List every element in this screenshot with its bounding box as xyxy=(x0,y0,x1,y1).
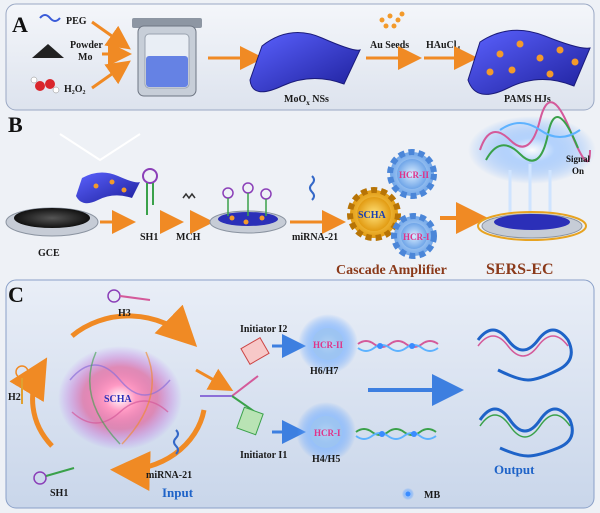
initiator2-tag xyxy=(240,337,270,365)
initiator1-label: Initiator I1 xyxy=(240,450,287,461)
output-label: Output xyxy=(494,462,535,477)
hcr1-gear-label: HCR-I xyxy=(403,232,430,242)
au-seeds-icon xyxy=(379,11,405,29)
mch-molecule xyxy=(182,192,196,200)
input-label: Input xyxy=(162,485,194,500)
sersec-label: SERS-EC xyxy=(486,261,554,278)
output-coils xyxy=(476,328,574,458)
hcr2-strand xyxy=(357,340,439,352)
cycle-arrow-bottom xyxy=(110,409,207,491)
autoclave-icon xyxy=(132,18,202,97)
cascade-label: Cascade Amplifier xyxy=(336,263,447,278)
scha-center-label: SCHA xyxy=(104,394,133,405)
sh1-label: SH1 xyxy=(140,232,158,243)
arrow-h2o2 xyxy=(91,60,131,90)
mirna-strand-c xyxy=(173,429,179,455)
sh1-hairpin xyxy=(142,168,158,215)
sersec-electrode xyxy=(468,101,596,241)
panel-a-letter: A xyxy=(12,12,28,37)
hcr1-gear xyxy=(391,213,437,259)
callout-lines xyxy=(59,133,141,162)
h3-hairpin xyxy=(107,289,151,303)
cycle-arrow-left xyxy=(9,357,54,448)
h2o2-icon xyxy=(30,76,60,94)
panel-b-letter: B xyxy=(8,112,23,137)
hcr2-core xyxy=(312,328,344,360)
modified-electrode xyxy=(209,182,287,234)
panel-c-frame xyxy=(5,279,595,509)
moox-sheet xyxy=(249,32,361,93)
peg-label: PEG xyxy=(66,16,87,27)
signal-label: Signal xyxy=(566,154,591,164)
mirna-strand xyxy=(309,175,315,201)
powder-label: Powder xyxy=(70,40,103,51)
mch-label: MCH xyxy=(176,232,201,243)
sh1-hairpin-c xyxy=(33,467,75,485)
panel-c-letter: C xyxy=(8,282,24,307)
mo-label: Mo xyxy=(78,52,92,63)
hcr1-strand xyxy=(355,428,437,440)
peg-icon xyxy=(39,14,61,22)
scha-strands xyxy=(69,351,171,445)
pams-sheet xyxy=(467,29,591,95)
h6h7-label: H6/H7 xyxy=(310,366,338,377)
on-label: On xyxy=(572,166,584,176)
h2-label: H2 xyxy=(8,392,21,403)
mirna-label-b: miRNA-21 xyxy=(292,232,338,243)
au-seeds-label: Au Seeds xyxy=(370,40,409,51)
sh1-label-c: SH1 xyxy=(50,488,68,499)
hcr1-core xyxy=(310,416,342,448)
hcr2-c-label: HCR-II xyxy=(313,340,343,350)
moox-label: MoOx NSs xyxy=(284,94,329,107)
pams-mini-sheet xyxy=(76,172,140,204)
pams-label: PAMS HJs xyxy=(504,94,551,105)
initiator2-label: Initiator I2 xyxy=(240,324,287,335)
arrow-to-product xyxy=(195,368,234,391)
mirna-label-c: miRNA-21 xyxy=(146,470,192,481)
scha-gear xyxy=(347,187,401,241)
cycle-arrow-top xyxy=(70,304,198,348)
initiator1-tag xyxy=(236,406,264,436)
h2-hairpin xyxy=(15,365,29,404)
scha-gear-label: SCHA xyxy=(358,210,387,221)
powder-icon xyxy=(32,44,64,58)
h3-label: H3 xyxy=(118,308,131,319)
mb-label: MB xyxy=(424,490,440,501)
hcr2-gear xyxy=(387,149,437,199)
gce-label: GCE xyxy=(38,248,60,259)
h2o2-label: H₂O₂ xyxy=(64,84,86,95)
hcr1-c-label: HCR-I xyxy=(314,428,341,438)
mb-legend-dot xyxy=(405,491,411,497)
hcr2-gear-label: HCR-II xyxy=(399,170,429,180)
h4h5-label: H4/H5 xyxy=(312,454,340,465)
gce-electrode xyxy=(5,207,99,237)
